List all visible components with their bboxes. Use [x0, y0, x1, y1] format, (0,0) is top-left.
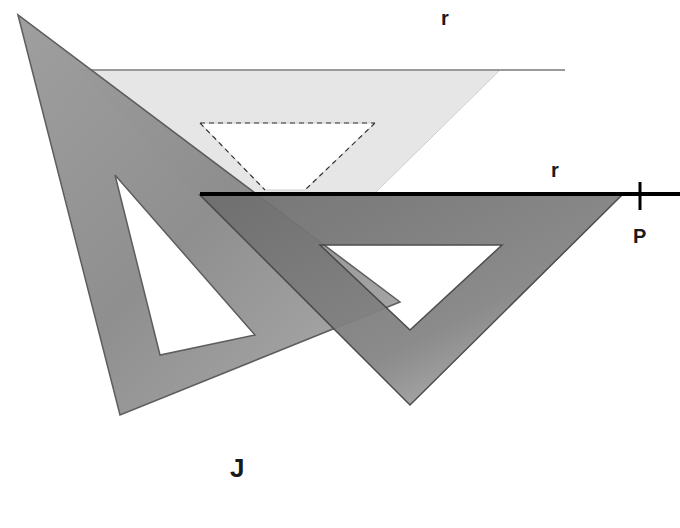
point-p-tick: [639, 182, 642, 210]
page-mark: J: [230, 455, 244, 481]
line-label: r: [441, 8, 449, 28]
line-r-parallel: [200, 192, 680, 196]
right-set-square: [200, 195, 622, 405]
line-label: r: [551, 160, 559, 180]
point-label: P: [633, 226, 646, 246]
line-r-original: [80, 69, 565, 71]
